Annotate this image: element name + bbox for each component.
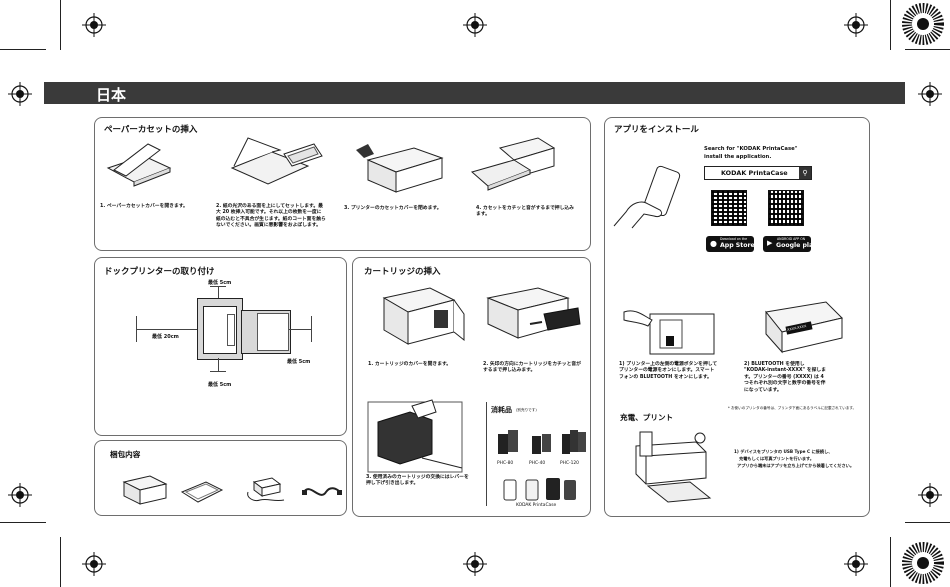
apple-icon: ● — [710, 239, 717, 248]
printa-case-illustration — [503, 478, 576, 501]
package-contents-title: 梱包内容 — [110, 450, 141, 459]
google-play-badge[interactable]: ▶ ANDROID APP ON Google play — [763, 236, 817, 252]
crop-mark — [60, 0, 61, 50]
hand-phone-illustration — [613, 165, 681, 229]
registration-mark-icon — [8, 82, 32, 106]
page-title: 日本 — [96, 86, 127, 104]
dim-line-top — [218, 286, 219, 298]
load-paper-illustration — [230, 137, 323, 185]
dim-line-bottom — [218, 358, 219, 372]
crop-mark — [0, 49, 46, 50]
search-instruction: Search for "KODAK PrintaCase" — [704, 146, 798, 152]
paper-cassette-panel — [94, 117, 591, 251]
dim-line-left — [136, 329, 197, 330]
app-install-title: アプリをインストール — [614, 125, 699, 135]
dock-tray-slot — [227, 314, 235, 346]
phc-80-pack-icon — [498, 430, 518, 454]
registration-mark-icon — [82, 13, 106, 37]
registration-mark-icon — [463, 552, 487, 576]
dim-cap-bottom — [210, 371, 226, 372]
charge-step-line-1: 1) デバイスをプリンタの USB Type C に接続し、 — [734, 449, 833, 454]
dim-label-top: 最低 5cm — [208, 280, 232, 286]
phc-120-pack-icon — [562, 430, 586, 454]
package-contents-panel — [94, 440, 347, 516]
crop-mark — [905, 522, 950, 523]
header-bar: 日本 — [44, 82, 905, 104]
registration-mark-icon — [82, 552, 106, 576]
insert-cartridge-illustration — [486, 287, 581, 339]
app-store-text: App Store — [720, 242, 755, 249]
crop-mark — [905, 49, 950, 50]
cable-item-icon — [302, 487, 342, 496]
registration-mark-icon — [918, 82, 942, 106]
charge-step-line-2: 充電もしくは写真プリントを行います。 — [739, 456, 814, 461]
printer-item-icon — [122, 475, 168, 505]
dim-cap-top — [210, 286, 226, 287]
registration-mark-icon — [8, 483, 32, 507]
dim-cap-right — [311, 316, 312, 342]
dim-label-right: 最低 5cm — [287, 359, 311, 365]
consumables-title: 消耗品 — [491, 406, 512, 414]
printer-label-illustration — [765, 301, 843, 354]
open-cassette-illustration — [106, 143, 172, 187]
cartridge-title: カートリッジの挿入 — [364, 267, 441, 277]
dock-paper-inner — [257, 313, 289, 351]
product-phc-80: PHC-80 — [497, 461, 514, 466]
install-instruction: install the application. — [704, 154, 772, 160]
dim-cap-left — [136, 316, 137, 342]
cassette-step-3: 3. プリンターのカセットカバーを閉めます。 — [344, 206, 442, 211]
consumables-divider — [486, 402, 487, 506]
app-step-2: 2) BLUETOOTH を使用し "KODAK-instant-XXXX" を… — [744, 362, 826, 393]
cartridge-step-2: 2. 矢印の方向にカートリッジをカチッと音がするまで押し込みます。 — [483, 362, 581, 374]
close-cover-illustration — [356, 144, 444, 193]
registration-mark-icon — [844, 552, 868, 576]
app-store-badge[interactable]: ● Download on the App Store — [706, 236, 755, 252]
cartridge-step-1: 1. カートリッジのカバーを開きます。 — [368, 362, 452, 367]
dim-label-left: 最低 20cm — [152, 334, 179, 340]
phone-dock-illustration — [635, 431, 712, 503]
crop-mark — [0, 522, 46, 523]
remove-cartridge-illustration — [367, 399, 463, 473]
registration-mark-icon — [918, 483, 942, 507]
cassette-step-4: 4. カセットをカチッと音がするまで押し込みます。 — [476, 206, 574, 218]
phc-40-pack-icon — [532, 434, 551, 454]
qr-code-ios — [711, 190, 747, 226]
play-icon: ▶ — [767, 239, 773, 247]
color-wheel-icon — [902, 542, 944, 584]
google-play-small-text: ANDROID APP ON — [777, 237, 806, 241]
google-play-text: Google play — [776, 242, 818, 249]
printa-case-label: KODAK PrintaCase — [516, 503, 557, 508]
search-box: KODAK PrintaCase ⚲ — [704, 166, 812, 180]
search-box-text: KODAK PrintaCase — [721, 169, 788, 177]
charge-print-title: 充電、プリント — [620, 413, 674, 422]
registration-mark-icon — [844, 13, 868, 37]
product-phc-120: PHC-120 — [560, 461, 579, 466]
power-button-illustration — [623, 310, 715, 355]
open-cartridge-cover-illustration — [382, 287, 465, 345]
printer-number-note: * お使いのプリンタの番号は、プリンタ下面にあるラベルに記載されています。 — [728, 406, 857, 410]
paper-cassette-title: ペーパーカセットの挿入 — [104, 125, 198, 135]
insert-cassette-illustration — [470, 137, 556, 191]
cassette-item-icon — [180, 481, 224, 503]
search-icon: ⚲ — [799, 167, 811, 179]
crop-mark — [890, 537, 891, 587]
crop-mark — [60, 537, 61, 587]
consumables-note: (別売りです) — [516, 408, 537, 412]
qr-code-android — [768, 190, 804, 226]
product-phc-40: PHC-40 — [529, 461, 546, 466]
app-step-1: 1) プリンター上の左側の電源ボタンを押してプリンターの電源をオンにします。スマ… — [619, 362, 718, 380]
cartridge-step-3: 3. 使用済みのカートリッジの交換にはレバーを押し下げ引き出します。 — [366, 475, 469, 487]
crop-mark — [890, 0, 891, 50]
dock-printer-title: ドックプリンターの取り付け — [104, 267, 215, 277]
charge-step-line-3: アプリから端末はアプリを立ち上げてから装着してください。 — [737, 463, 855, 468]
dim-label-bottom: 最低 5cm — [208, 382, 232, 388]
dim-line-right — [289, 329, 312, 330]
registration-mark-icon — [463, 13, 487, 37]
cassette-step-1: 1. ペーパーカセットカバーを開きます。 — [100, 204, 188, 209]
cassette-step-2: 2. 紙の光沢のある面を上にしてセットします。最大 20 枚挿入可能です。それ以… — [216, 204, 326, 229]
app-store-small-text: Download on the — [720, 237, 748, 241]
color-wheel-icon — [902, 3, 944, 45]
adapter-item-icon — [247, 477, 285, 502]
